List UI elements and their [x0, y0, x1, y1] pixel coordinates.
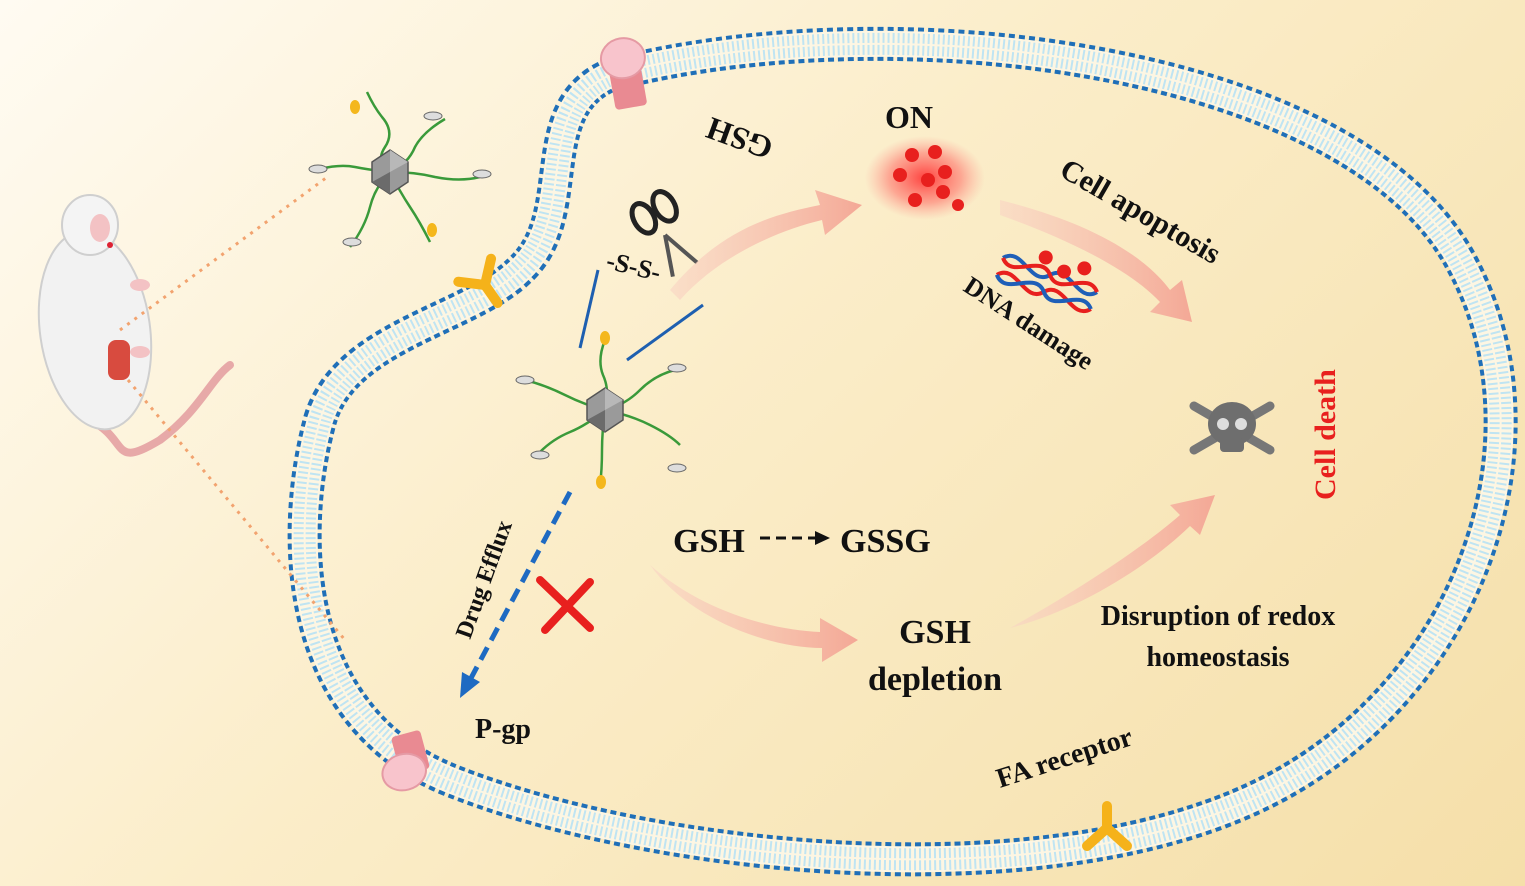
gssg-label: GSSG — [840, 523, 931, 560]
process-arrows — [650, 190, 1215, 662]
release-lines — [578, 269, 704, 362]
fluorescence-on-icon — [865, 136, 985, 220]
scissors-icon — [629, 189, 699, 278]
gsh-depletion-label-line1: GSH — [899, 614, 971, 651]
gsh-scissor-label: GSH — [701, 110, 777, 167]
drug-efflux-arrow — [460, 490, 573, 698]
skull-crossbones-icon — [1189, 401, 1275, 455]
redox-disruption-label-line2: homeostasis — [1146, 642, 1289, 673]
block-x-icon — [536, 576, 594, 634]
disulfide-label: -S-S- — [604, 246, 664, 287]
cell-death-label: Cell death — [1309, 369, 1342, 500]
mouse-icon — [37, 194, 234, 457]
fa-receptor-icon — [1082, 801, 1132, 851]
pgp-pump-icon — [599, 37, 647, 110]
redox-disruption-label-line1: Disruption of redox — [1101, 601, 1335, 632]
nanoparticle-icon — [515, 331, 687, 489]
gsh-depletion-label-line2: depletion — [868, 661, 1002, 698]
nanoparticle-icon — [308, 91, 492, 248]
dna-helix-icon — [994, 250, 1099, 314]
cell-apoptosis-label: Cell apoptosis — [1055, 152, 1227, 270]
gsh-oxidation-arrow — [760, 531, 830, 545]
pgp-pump-icon — [381, 730, 430, 792]
pgp-label: P-gp — [475, 714, 531, 745]
zoom-guide-lines — [119, 173, 347, 641]
fa-receptor-icon — [453, 253, 503, 309]
on-label: ON — [885, 99, 933, 135]
drug-efflux-label: Drug Efflux — [451, 517, 518, 642]
fa-receptor-label: FA receptor — [993, 722, 1137, 795]
gsh-label: GSH — [673, 523, 745, 560]
